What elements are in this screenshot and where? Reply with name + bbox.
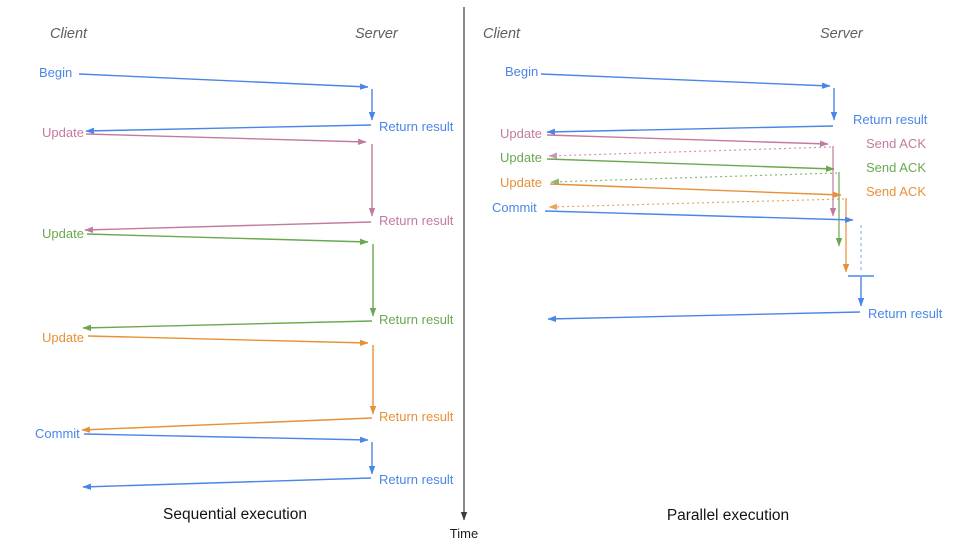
seq-message-update1: Update Return result [42,125,454,233]
time-axis-label: Time [450,526,478,540]
par-message-commit: Commit Return result [492,200,943,323]
par-commit-label: Commit [492,200,537,215]
par-client-header: Client [483,26,521,42]
par-commit-response-label: Return result [868,306,943,321]
time-axis: Time [450,7,478,540]
par-update1-ack-line [548,146,832,159]
par-update1-ack-label: Send ACK [866,136,926,151]
seq-update1-label: Update [42,125,84,140]
par-caption: Parallel execution [667,507,789,524]
par-update3-label: Update [500,175,542,190]
seq-message-commit: Commit Return result [35,426,454,490]
par-begin-request-line [540,73,831,89]
par-message-update3: Update Send ACK [500,175,926,273]
par-update1-label: Update [500,126,542,141]
par-commit-request-line [544,210,854,223]
seq-caption: Sequential execution [163,506,307,523]
sequential-diagram: Client Server Begin Return result Update… [35,26,454,523]
par-message-begin: Begin Return result [505,64,928,136]
seq-update2-label: Update [42,226,84,241]
par-update3-ack-line [548,198,845,210]
par-update1-request-line [546,134,829,147]
seq-begin-request-line [78,73,369,90]
seq-update3-request-line [87,335,369,346]
seq-message-update2: Update Return result [42,226,454,332]
seq-update2-response-label: Return result [379,312,454,327]
par-message-update1: Update Send ACK [500,126,926,217]
seq-begin-label: Begin [39,65,72,80]
seq-update1-response-label: Return result [379,213,454,228]
seq-update3-label: Update [42,330,84,345]
seq-begin-response-line [85,124,372,135]
seq-message-begin: Begin Return result [39,65,454,135]
par-begin-response-line [546,125,834,136]
seq-update1-response-line [84,221,372,233]
par-server-header: Server [820,26,864,42]
par-commit-response-line [547,311,861,323]
seq-update2-response-line [82,320,373,332]
par-update2-ack-line [550,172,838,185]
seq-update3-response-line [81,417,373,433]
par-update3-ack-label: Send ACK [866,184,926,199]
seq-client-header: Client [50,26,88,42]
seq-commit-response-label: Return result [379,472,454,487]
par-message-update2: Update Send ACK [500,150,926,247]
seq-update2-request-line [86,233,369,245]
par-begin-label: Begin [505,64,538,79]
seq-commit-label: Commit [35,426,80,441]
seq-commit-request-line [83,433,369,444]
par-update2-request-line [546,158,835,172]
seq-update3-response-label: Return result [379,409,454,424]
par-update2-label: Update [500,150,542,165]
seq-update1-request-line [85,133,367,145]
parallel-diagram: Client Server Begin Return result Update… [483,26,943,524]
par-begin-response-label: Return result [853,112,928,127]
seq-begin-response-label: Return result [379,119,454,134]
par-update3-request-line [549,183,842,198]
seq-server-header: Server [355,26,399,42]
seq-message-update3: Update Return result [42,330,454,433]
par-update2-ack-label: Send ACK [866,160,926,175]
seq-commit-response-line [82,477,372,490]
